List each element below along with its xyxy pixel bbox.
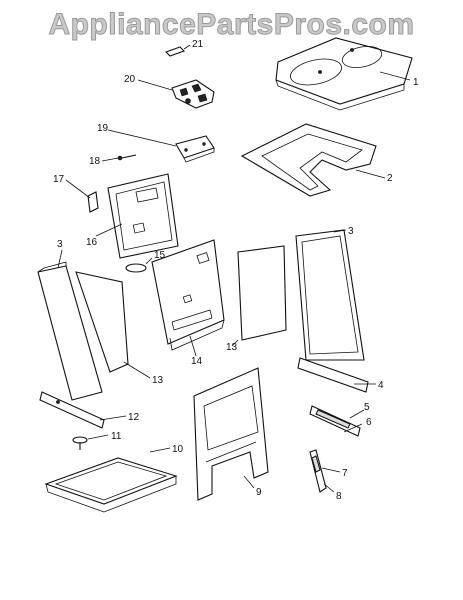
label-part-12: 12 [128,412,140,423]
label-part-21: 21 [192,39,204,50]
label-part-11: 11 [111,431,122,442]
part-1-cooktop [275,37,413,111]
part-3-right-side-panel [295,229,365,361]
part-7-8-hinge [309,449,341,493]
watermark-logo: AppliancePartsPros.com [48,8,415,42]
label-part-10: 10 [172,444,184,455]
part-14-rear-panel [151,239,225,357]
part-19-bracket [107,129,215,163]
label-part-3-left: 3 [57,239,63,250]
label-part-6: 6 [366,417,372,428]
part-5-6-bracket [309,405,365,437]
label-part-15: 15 [154,250,166,261]
part-13-right-inner-panel [231,245,287,347]
label-part-1: 1 [413,77,419,88]
label-part-20: 20 [124,74,136,85]
part-15-small-part [125,257,153,273]
label-part-2: 2 [387,173,393,184]
label-part-7: 7 [342,468,348,479]
part-18-screw [101,154,137,162]
label-part-9: 9 [256,487,262,498]
part-2-top-insulation [240,123,386,197]
part-12-base-rail [39,391,127,429]
part-17-small-bracket [65,179,99,213]
part-10-bottom-tray [44,447,178,513]
part-9-front-frame [193,367,269,501]
part-20-bracket-assembly [137,79,215,109]
label-part-8: 8 [336,491,342,502]
label-part-13-right: 13 [226,342,238,353]
label-part-18: 18 [89,156,101,167]
part-13-left-inner-panel [75,271,151,379]
part-21-clip [164,44,191,57]
label-part-14: 14 [191,356,203,367]
label-part-16: 16 [86,237,98,248]
part-4-rail [297,357,376,393]
label-part-5: 5 [364,402,370,413]
label-part-4: 4 [378,380,384,391]
label-part-13-left: 13 [152,375,164,386]
label-part-19: 19 [97,123,109,134]
label-part-17: 17 [53,174,65,185]
part-11-leveling-leg [72,434,109,450]
label-part-3-right: 3 [348,226,354,237]
part-3-left-side-panel [37,249,103,401]
part-16-back-panel [95,173,179,259]
